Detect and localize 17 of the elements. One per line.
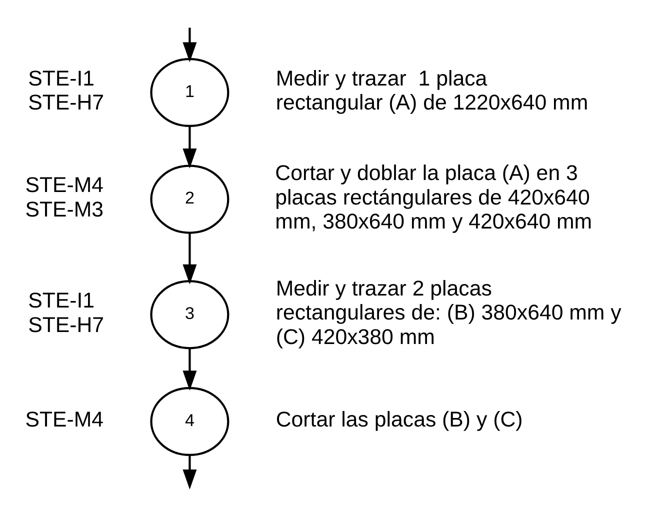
arrow (182, 454, 197, 490)
arrow (182, 232, 197, 284)
node-label: STE-I1 STE-H7 (28, 288, 104, 336)
arrow (182, 126, 197, 168)
node-label: STE-M4 (25, 406, 104, 431)
node-label: Cortar las placas (B) y (C) (276, 406, 523, 431)
node-ellipse: 4 (150, 386, 230, 456)
node-ellipse: 2 (150, 164, 230, 234)
node-label: Medir y trazar 2 placas rectangulares de: (B) 380x640 mm y (C) 420x380 mm (276, 276, 622, 348)
arrow (182, 27, 197, 62)
node-label: Cortar y doblar la placa (A) en 3 placas rectángulares de 420x640 mm, 380x640 mm y 420x640 mm (275, 160, 592, 234)
node-label: STE-I1 STE-H7 (28, 66, 104, 114)
node-ellipse: 1 (150, 57, 230, 127)
node-label: STE-M4 STE-M3 (25, 172, 104, 221)
arrow (182, 348, 197, 390)
node-ellipse: 3 (150, 280, 230, 349)
node-label: Medir y trazar 1 placa rectangular (A) de 1220x640 mm (276, 66, 588, 114)
